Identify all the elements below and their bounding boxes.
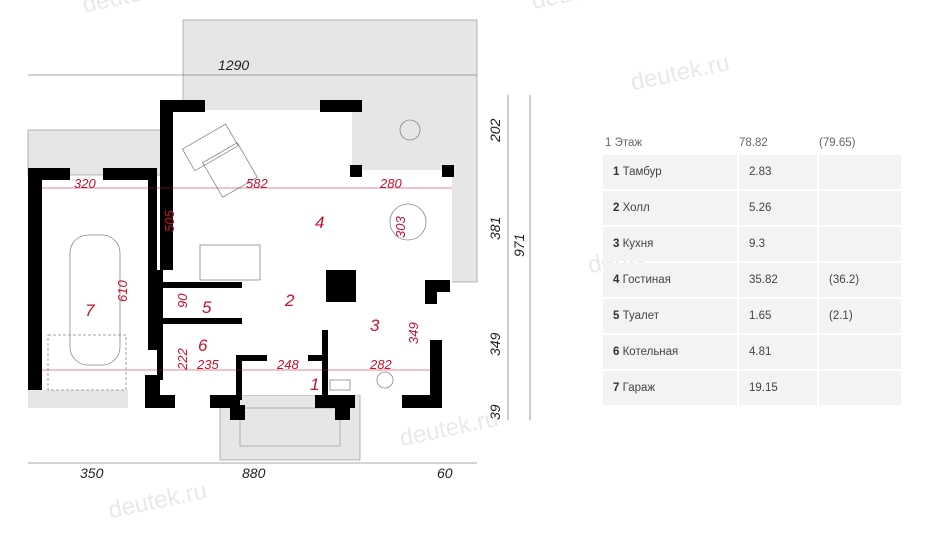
svg-text:90: 90 xyxy=(175,293,190,308)
room-label: Гараж xyxy=(622,382,656,394)
room-area: 1.65 xyxy=(739,299,817,333)
room-area-alt xyxy=(819,335,901,369)
outer-dimensions: 1290 350 880 60 202 381 349 39 971 xyxy=(80,57,527,481)
room-area-alt: (36.2) xyxy=(819,263,901,297)
room-name: 1 Тамбур xyxy=(603,155,737,189)
room-label: Туалет xyxy=(622,310,659,322)
dining-table-icon xyxy=(389,203,427,241)
room-label: Холл xyxy=(622,202,650,214)
svg-text:505: 505 xyxy=(162,210,177,232)
room-name: 6 Котельная xyxy=(603,335,737,369)
floor-area: 78.82 xyxy=(739,137,768,149)
svg-text:971: 971 xyxy=(511,234,527,257)
room-number: 6 xyxy=(613,346,620,358)
svg-text:deutek.ru: deutek.ru xyxy=(397,405,501,452)
svg-text:303: 303 xyxy=(393,216,408,238)
svg-text:248: 248 xyxy=(276,357,299,372)
svg-text:349: 349 xyxy=(487,332,503,356)
room-area: 5.26 xyxy=(739,191,817,225)
room-name: 7 Гараж xyxy=(603,371,737,405)
room-area-alt xyxy=(819,155,901,189)
room-name: 2 Холл xyxy=(603,191,737,225)
room-area-alt xyxy=(819,191,901,225)
room-label: Кухня xyxy=(622,238,654,250)
svg-text:280: 280 xyxy=(379,176,402,191)
svg-text:880: 880 xyxy=(242,465,266,481)
svg-text:610: 610 xyxy=(115,280,130,302)
svg-text:5: 5 xyxy=(202,298,212,317)
svg-text:282: 282 xyxy=(369,357,392,372)
stairs-icon xyxy=(199,244,261,281)
svg-text:350: 350 xyxy=(80,465,104,481)
room-area: 19.15 xyxy=(739,371,817,405)
terrace-table-icon xyxy=(399,119,421,141)
svg-text:deutek.ru: deutek.ru xyxy=(106,477,210,524)
svg-text:235: 235 xyxy=(196,357,219,372)
svg-text:4: 4 xyxy=(315,213,324,232)
svg-text:582: 582 xyxy=(246,176,268,191)
svg-text:39: 39 xyxy=(487,404,503,420)
room-area-alt: (2.1) xyxy=(819,299,901,333)
room-area: 2.83 xyxy=(739,155,817,189)
svg-text:deutek.ru: deutek.ru xyxy=(529,0,633,15)
room-area-alt xyxy=(819,227,901,261)
room-name: 5 Туалет xyxy=(603,299,737,333)
room-label: Тамбур xyxy=(622,166,662,178)
svg-text:1: 1 xyxy=(310,375,319,394)
svg-text:320: 320 xyxy=(74,176,96,191)
svg-text:1290: 1290 xyxy=(218,57,249,73)
room-number: 3 xyxy=(613,238,620,250)
sofa-icon xyxy=(181,123,239,172)
room-number: 2 xyxy=(613,202,620,214)
svg-text:349: 349 xyxy=(406,322,421,344)
furniture xyxy=(47,119,427,391)
room-area: 9.3 xyxy=(739,227,817,261)
svg-text:deutek.ru: deutek.ru xyxy=(628,49,732,96)
room-number: 1 xyxy=(613,166,620,178)
room-name: 4 Гостиная xyxy=(603,263,737,297)
svg-text:7: 7 xyxy=(85,301,95,320)
inner-dimensions: 320 582 280 505 303 610 90 222 235 248 2… xyxy=(74,176,421,372)
room-name: 3 Кухня xyxy=(603,227,737,261)
svg-text:deutek.ru: deutek.ru xyxy=(80,0,184,19)
room-label: Котельная xyxy=(622,346,679,358)
svg-text:202: 202 xyxy=(487,118,503,143)
svg-text:222: 222 xyxy=(175,348,190,371)
room-label: Гостиная xyxy=(622,274,671,286)
garage-canopy xyxy=(27,129,166,176)
svg-text:60: 60 xyxy=(437,465,453,481)
svg-text:2: 2 xyxy=(284,291,295,310)
room-number: 5 xyxy=(613,310,620,322)
car-icon xyxy=(69,234,121,366)
room-area: 35.82 xyxy=(739,263,817,297)
walls xyxy=(28,100,454,420)
room-numbers: 1 2 3 4 5 6 7 xyxy=(85,213,380,394)
floor-area-alt: (79.65) xyxy=(819,137,856,149)
room-number: 7 xyxy=(613,382,620,394)
svg-text:6: 6 xyxy=(198,336,208,355)
floor-label: 1 Этаж xyxy=(605,137,643,149)
room-number: 4 xyxy=(613,274,620,286)
room-area: 4.81 xyxy=(739,335,817,369)
dimension-lines xyxy=(28,74,531,464)
table-header: 1 Этаж 78.82 (79.65) xyxy=(603,133,907,153)
svg-text:381: 381 xyxy=(487,217,503,240)
svg-text:3: 3 xyxy=(370,316,380,335)
room-area-alt xyxy=(819,371,901,405)
